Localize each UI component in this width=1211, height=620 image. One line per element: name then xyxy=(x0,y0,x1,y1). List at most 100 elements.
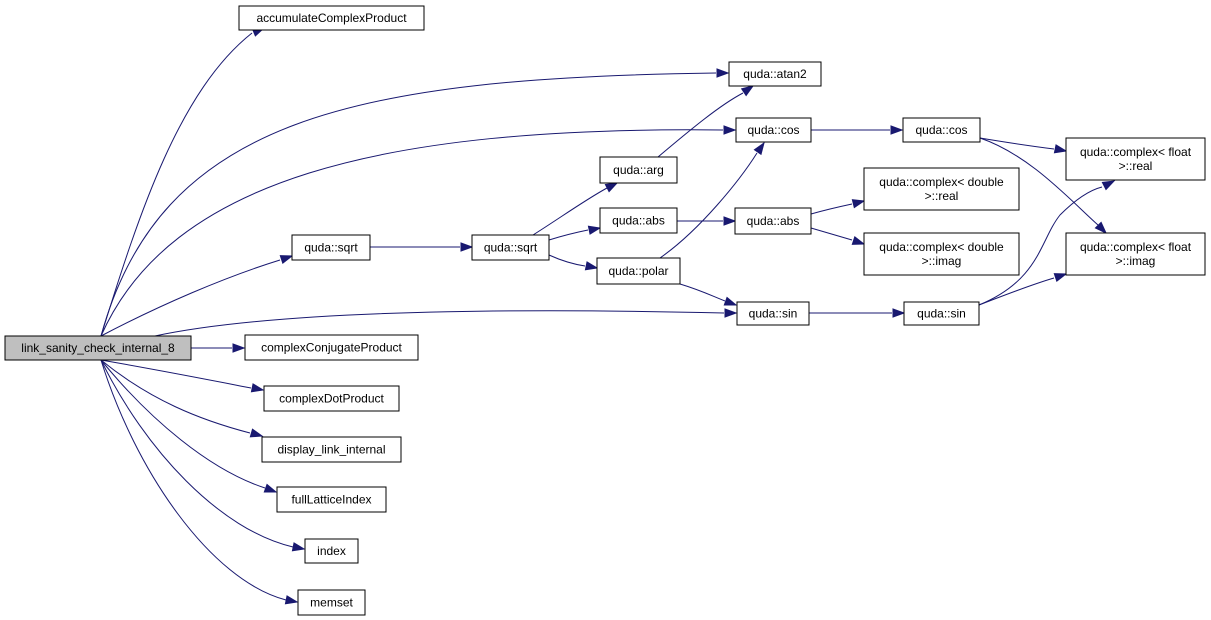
node-box[interactable] xyxy=(304,538,359,564)
edge-line xyxy=(100,359,294,548)
node-label: quda::complex< double xyxy=(879,240,1004,254)
node-root[interactable]: link_sanity_check_internal_8 xyxy=(4,335,192,361)
node-cdp[interactable]: complexDotProduct xyxy=(263,385,400,412)
node-box[interactable] xyxy=(276,486,387,513)
edge-arrowhead xyxy=(249,428,264,438)
node-box[interactable] xyxy=(471,234,550,261)
node-sin2[interactable]: quda::sin xyxy=(903,301,980,326)
edge-root-to-index xyxy=(100,359,306,552)
node-label: quda::complex< float xyxy=(1080,240,1192,254)
node-label: quda::polar xyxy=(608,264,668,278)
edge-root-to-sqrt1 xyxy=(100,255,294,337)
edge-sqrt2-to-polar xyxy=(548,254,599,271)
edge-line xyxy=(100,359,251,434)
node-box[interactable] xyxy=(863,167,1020,211)
edge-line xyxy=(100,129,724,337)
node-box[interactable] xyxy=(596,257,681,285)
node-box[interactable] xyxy=(1065,137,1206,181)
node-abs1[interactable]: quda::abs xyxy=(599,207,678,234)
node-label: quda::sin xyxy=(749,307,798,321)
edge-cos1-to-cos2 xyxy=(811,125,904,135)
node-label: quda::complex< float xyxy=(1080,145,1192,159)
node-label: >::imag xyxy=(1116,254,1156,268)
node-cfreal[interactable]: quda::complex< float>::real xyxy=(1065,137,1206,181)
edge-sqrt2-to-arg xyxy=(532,182,619,236)
edge-polar-to-cos1 xyxy=(659,141,765,259)
node-box[interactable] xyxy=(736,301,810,326)
edge-arrowhead xyxy=(851,199,866,209)
node-label: complexDotProduct xyxy=(279,392,384,406)
node-box[interactable] xyxy=(291,234,371,261)
node-label: display_link_internal xyxy=(277,443,385,457)
node-ccp[interactable]: complexConjugateProduct xyxy=(244,334,419,361)
edge-arrowhead xyxy=(587,225,602,235)
node-box[interactable] xyxy=(903,301,980,326)
node-cos2[interactable]: quda::cos xyxy=(902,117,981,143)
edge-arrowhead xyxy=(890,125,904,135)
edge-sqrt1-to-sqrt2 xyxy=(370,242,474,252)
edge-line xyxy=(679,283,726,302)
node-memset[interactable]: memset xyxy=(297,589,366,616)
node-abs2[interactable]: quda::abs xyxy=(734,207,812,235)
edge-arrowhead xyxy=(279,255,294,265)
edge-arrowhead xyxy=(232,343,246,353)
node-label: memset xyxy=(310,596,353,610)
node-dli[interactable]: display_link_internal xyxy=(261,436,402,463)
node-acc[interactable]: accumulateComplexProduct xyxy=(238,5,425,31)
node-index[interactable]: index xyxy=(304,538,359,564)
node-box[interactable] xyxy=(599,156,678,184)
node-cfimag[interactable]: quda::complex< float>::imag xyxy=(1065,232,1206,276)
edge-sin1-to-sin2 xyxy=(809,308,906,318)
edge-abs1-to-abs2 xyxy=(677,216,737,226)
node-label: quda::sin xyxy=(917,307,966,321)
edge-abs2-to-cdreal xyxy=(810,199,866,215)
node-label: >::imag xyxy=(922,254,962,268)
node-box[interactable] xyxy=(297,589,366,616)
node-box[interactable] xyxy=(244,334,419,361)
node-box[interactable] xyxy=(1065,232,1206,276)
node-fli[interactable]: fullLatticeIndex xyxy=(276,486,387,513)
node-polar[interactable]: quda::polar xyxy=(596,257,681,285)
node-box[interactable] xyxy=(4,335,192,361)
node-box[interactable] xyxy=(735,117,812,143)
node-box[interactable] xyxy=(263,385,400,412)
edge-root-to-cdp xyxy=(100,359,265,393)
edge-sin2-to-cfreal xyxy=(978,180,1116,306)
node-sin1[interactable]: quda::sin xyxy=(736,301,810,326)
node-cos1[interactable]: quda::cos xyxy=(735,117,812,143)
edge-arrowhead xyxy=(716,68,730,78)
node-box[interactable] xyxy=(261,436,402,463)
edge-arrowhead xyxy=(284,595,299,605)
node-cdreal[interactable]: quda::complex< double>::real xyxy=(863,167,1020,211)
node-box[interactable] xyxy=(599,207,678,234)
node-sqrt1[interactable]: quda::sqrt xyxy=(291,234,371,261)
edge-root-to-memset xyxy=(100,359,299,605)
edge-arrowhead xyxy=(1094,221,1108,235)
node-box[interactable] xyxy=(863,232,1020,276)
edge-line xyxy=(100,32,253,337)
edge-line xyxy=(548,254,586,267)
node-box[interactable] xyxy=(728,61,822,87)
edge-line xyxy=(532,187,608,236)
node-sqrt2[interactable]: quda::sqrt xyxy=(471,234,550,261)
edge-root-to-cos1 xyxy=(100,125,737,337)
node-box[interactable] xyxy=(734,207,812,235)
edge-arrowhead xyxy=(584,261,599,271)
node-box[interactable] xyxy=(902,117,981,143)
edge-arrowhead xyxy=(753,141,765,156)
node-box[interactable] xyxy=(238,5,425,31)
edge-line xyxy=(154,310,725,337)
edge-line xyxy=(100,359,266,489)
call-graph-nodes: link_sanity_check_internal_8 accumulateCo… xyxy=(4,5,1206,616)
node-arg[interactable]: quda::arg xyxy=(599,156,678,184)
edge-root-to-dli xyxy=(100,359,264,438)
edge-line xyxy=(548,229,589,241)
edge-cos2-to-cfimag xyxy=(979,137,1108,235)
edge-sqrt2-to-abs1 xyxy=(548,225,602,241)
node-cdimag[interactable]: quda::complex< double>::imag xyxy=(863,232,1020,276)
edge-arrowhead xyxy=(724,308,738,318)
node-label: index xyxy=(317,544,346,558)
node-atan2[interactable]: quda::atan2 xyxy=(728,61,822,87)
edge-arg-to-atan2 xyxy=(657,85,755,158)
